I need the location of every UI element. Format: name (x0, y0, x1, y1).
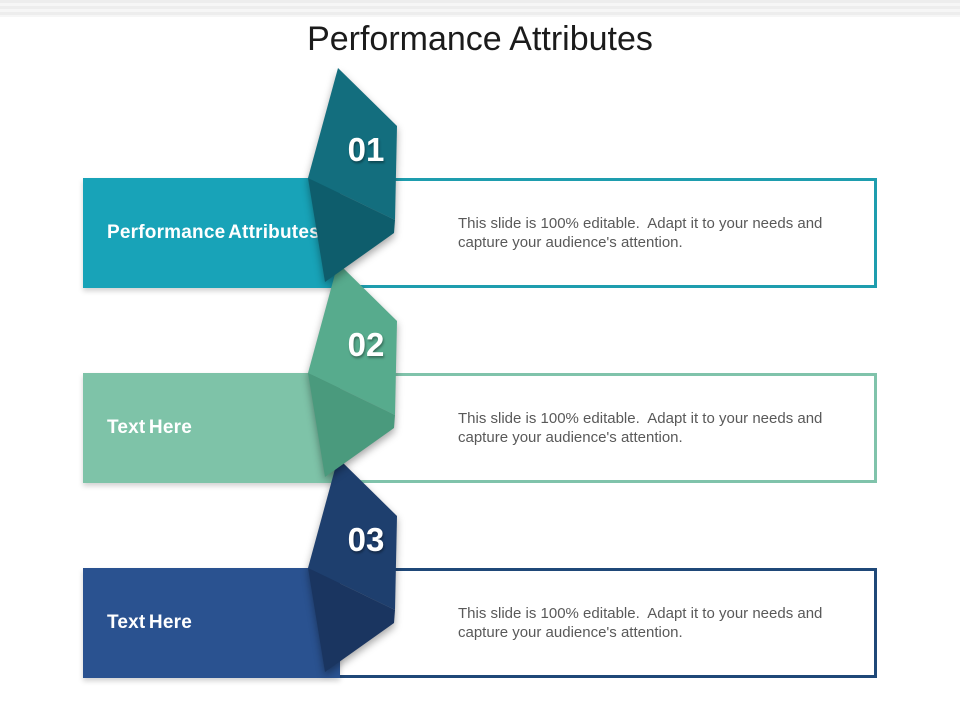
label-band-1: Performance Attributes (83, 178, 340, 288)
description-line: capture your audience's attention. (458, 429, 683, 446)
description-box-2: This slide is 100% editable. Adapt it to… (336, 373, 877, 483)
arrow-kite-upper (308, 263, 397, 415)
description-text-2: This slide is 100% editable. Adapt it to… (339, 409, 822, 447)
label-band-3: Text Here (83, 568, 340, 678)
description-text-3: This slide is 100% editable. Adapt it to… (339, 604, 822, 642)
description-box-3: This slide is 100% editable. Adapt it to… (336, 568, 877, 678)
step-number-1: 01 (348, 131, 385, 168)
description-line: This slide is 100% editable. Adapt it to… (458, 410, 823, 427)
arrow-kite-fold (308, 568, 395, 672)
step-number-2: 02 (348, 326, 385, 363)
step-number-3: 03 (348, 521, 385, 558)
folded-arrow-shape-2: 02 (308, 263, 397, 477)
description-line: This slide is 100% editable. Adapt it to… (458, 605, 823, 622)
label-band-2: Text Here (83, 373, 340, 483)
arrow-kite-upper (308, 458, 397, 610)
arrow-kite-fold (308, 178, 395, 282)
band-label-2: Text Here (107, 417, 192, 438)
top-gray-strip (0, 0, 960, 17)
description-box-1: This slide is 100% editable. Adapt it to… (336, 178, 877, 288)
folded-arrow-shape-3: 03 (308, 458, 397, 672)
slide-title: Performance Attributes (307, 20, 653, 58)
description-line: This slide is 100% editable. Adapt it to… (458, 215, 823, 232)
arrow-kite-fold (308, 373, 395, 477)
description-text-1: This slide is 100% editable. Adapt it to… (339, 214, 822, 252)
band-label-1: Performance Attributes (107, 222, 320, 243)
description-line: capture your audience's attention. (458, 234, 683, 251)
band-label-3: Text Here (107, 612, 192, 633)
folded-arrow-shape-1: 01 (308, 68, 397, 282)
arrow-kite-upper (308, 68, 397, 220)
description-line: capture your audience's attention. (458, 624, 683, 641)
